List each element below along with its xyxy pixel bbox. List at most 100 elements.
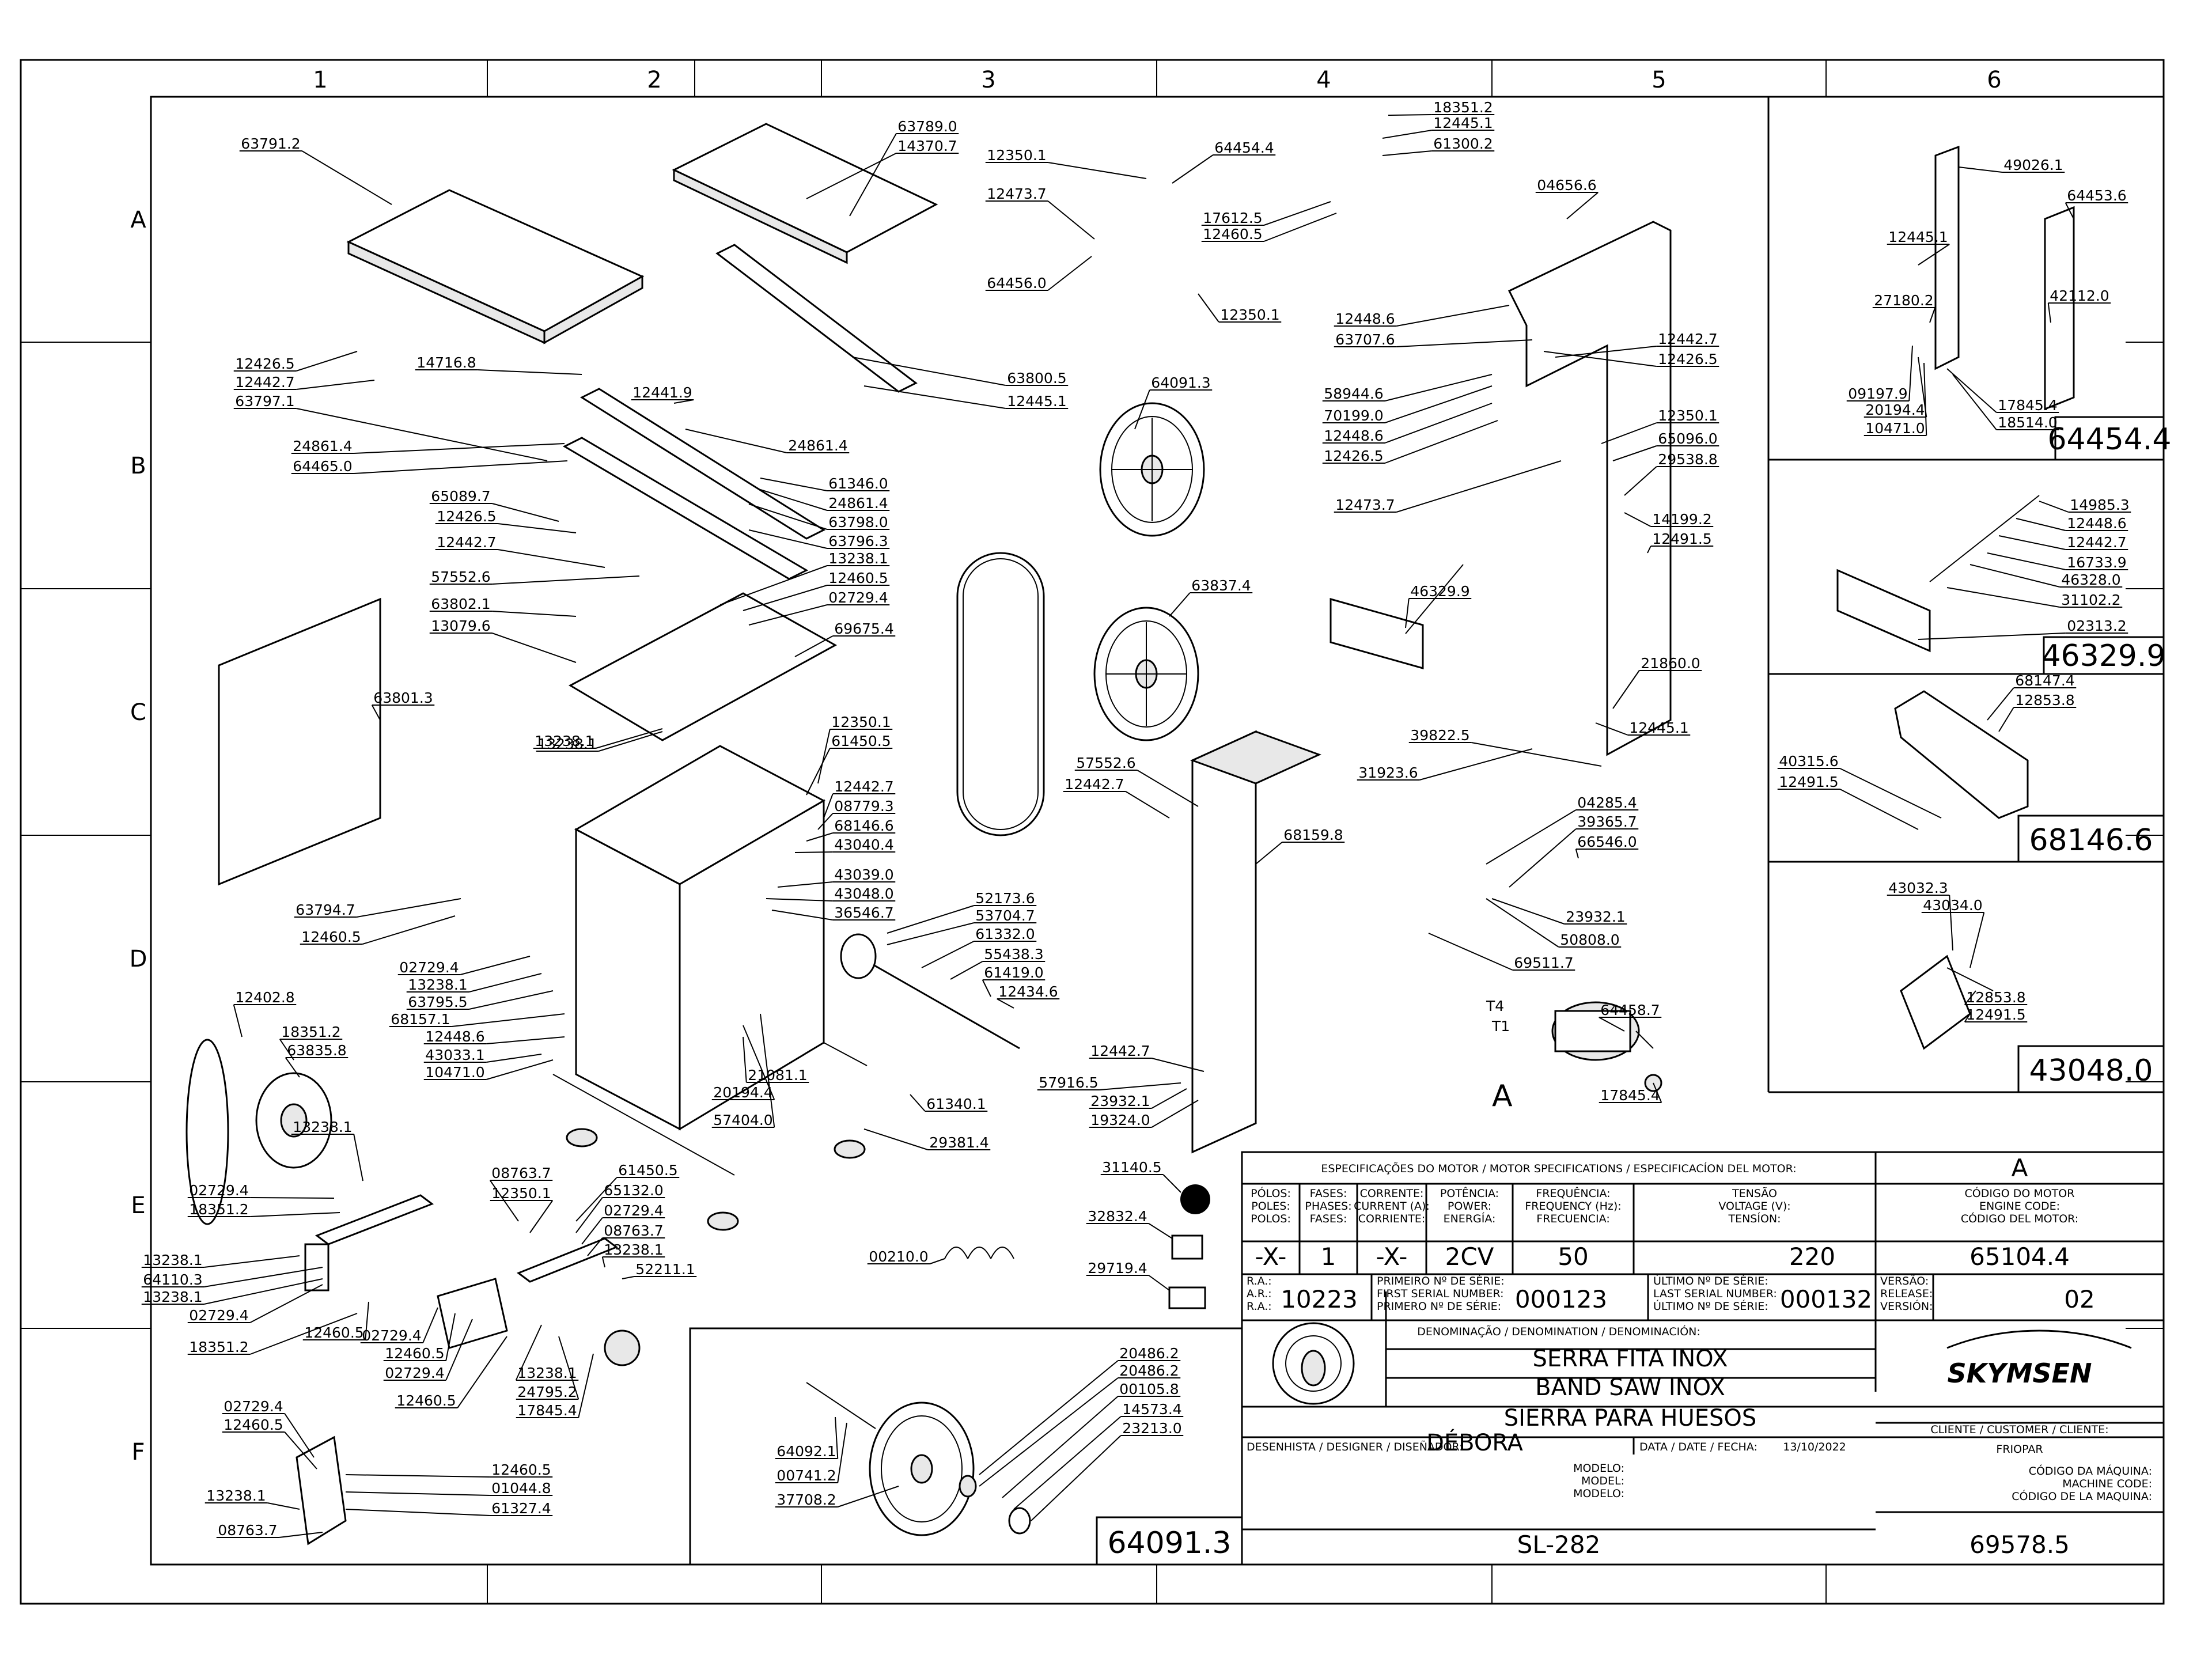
part-callout: 23932.1 [1089,1088,1187,1109]
part-number: 12441.9 [632,384,692,401]
tb-h-current: CORRIENTE: [1358,1213,1425,1225]
detail-titles: 64454.4 46329.9 68146.6 43048.0 64091.3 [1107,422,2171,1560]
part-number: 01044.8 [491,1480,551,1497]
part-number: 24861.4 [788,437,847,454]
part-number: 00105.8 [1119,1381,1179,1397]
part-number: 12442.7 [235,374,294,391]
part-callout: 31923.6 [1357,748,1533,781]
part-number: 12460.5 [224,1416,283,1433]
part-callout: 12491.5 [1964,1006,2028,1023]
part-callout: 52211.1 [622,1261,697,1279]
part-number: 46329.9 [1410,583,1469,600]
part-callout: 12442.7 [1555,331,1719,358]
part-callout: 68147.4 [1987,672,2077,721]
part-number: 12442.7 [2067,534,2126,551]
part-number: 29719.4 [1088,1260,1147,1277]
part-callout: 69675.4 [794,620,896,657]
part-number: 64091.3 [1151,374,1210,391]
part-number: 20486.2 [1119,1362,1179,1379]
part-callout: 61419.0 [982,964,1046,997]
part-number: 00741.2 [777,1467,836,1484]
part-number: 12350.1 [1220,306,1279,323]
tb-v-client: FRIOPAR [1996,1443,2043,1456]
part-callout: 61300.2 [1382,135,1495,156]
part-number: 20194.4 [713,1084,772,1101]
part-callout: 65096.0 [1612,430,1719,461]
part-callout: 63789.0 [849,118,959,217]
part-number: 12460.5 [304,1324,363,1341]
part-callout: 12350.1 [985,147,1147,179]
part-number: 24861.4 [828,495,888,512]
part-number: 12473.7 [987,185,1046,202]
part-callout: 61332.0 [921,926,1037,968]
tb-h-engine: CÓDIGO DEL MOTOR: [1961,1211,2078,1225]
part-number: 02729.4 [399,959,459,976]
tb-h-model: MODELO: [1573,1462,1624,1475]
part-number: 63798.0 [828,514,888,531]
part-number: 43033.1 [425,1047,484,1063]
part-callout: 63707.6 [1334,331,1533,348]
part-number: 63794.7 [296,902,355,918]
tb-v-version: 02 [2064,1285,2094,1313]
tb-v-first: 000123 [1515,1285,1607,1313]
part-number: 12460.5 [301,929,361,945]
motor-view-letter: A [1492,1079,1513,1113]
part-number: 21081.1 [748,1067,807,1084]
part-callout: 64456.0 [985,256,1092,291]
part-callout: 02729.4 [397,956,531,976]
part-number: 63707.6 [1335,331,1395,348]
part-number: 12460.5 [385,1345,444,1362]
part-callout: 09197.9 [1846,345,1913,402]
part-number: 31923.6 [1358,764,1418,781]
part-number: 13238.1 [143,1252,202,1268]
part-number: 10471.0 [1865,420,1925,437]
part-callout: 46329.9 [1405,583,1472,628]
part-number: 68159.8 [1283,827,1343,843]
part-number: 13238.1 [206,1487,266,1504]
part-callout: 12491.5 [1777,774,1919,830]
part-number: 18351.2 [1433,99,1493,116]
part-callout: 31102.2 [1946,587,2123,608]
part-callout: 70199.0 [1322,385,1493,424]
tb-h-ra: R.A.: [1247,1300,1272,1313]
tb-h-poles: PÓLOS: [1251,1186,1291,1200]
part-callout: 29381.4 [863,1128,991,1151]
part-number: 63801.3 [373,690,433,706]
part-callout: 01044.8 [345,1480,553,1497]
grid-column-label: 1 [313,67,327,93]
part-callout: 63791.2 [239,135,392,205]
part-number: 18351.2 [189,1339,248,1355]
part-number: 20194.4 [1865,402,1925,418]
part-callout: 24861.4 [291,438,565,454]
tb-h-current: CURRENT (A): [1354,1200,1430,1213]
tb-h-phases: FASES: [1310,1187,1347,1200]
detail-title-2: 46329.9 [2041,639,2165,673]
part-number: 04285.4 [1577,794,1637,811]
part-number: 39365.7 [1577,813,1637,830]
part-callout: 14985.3 [2039,497,2131,513]
part-number: 64110.3 [143,1271,202,1288]
part-callout: 12442.7 [1998,534,2128,551]
tb-h-voltage: TENSÃO [1732,1187,1777,1200]
part-number: 64458.7 [1600,1002,1660,1018]
brand-swoosh-icon [1946,1330,2132,1349]
part-number: 52211.1 [635,1261,695,1278]
part-number: 12445.1 [1888,229,1948,245]
part-number: 13238.1 [537,736,597,752]
part-number: 19324.0 [1090,1112,1150,1128]
tb-v-designer: DÉBORA [1426,1429,1523,1456]
grid-column-label: 4 [1316,67,1331,93]
part-callout: 61450.5 [806,733,893,796]
part-number: 08763.7 [604,1222,663,1239]
tb-h-machine: MACHINE CODE: [2062,1478,2152,1490]
part-callout: 12448.6 [423,1028,565,1045]
part-callout: 64110.3 [141,1267,323,1288]
part-callout: 12442.7 [823,778,896,819]
part-number: 70199.0 [1324,407,1383,424]
part-number: 29538.8 [1658,451,1717,468]
part-number: 13238.1 [517,1365,577,1381]
part-number: 53704.7 [975,907,1035,924]
part-number: 12460.5 [1203,226,1262,243]
part-callout: 64465.0 [291,458,568,475]
part-number: 13079.6 [431,618,490,634]
